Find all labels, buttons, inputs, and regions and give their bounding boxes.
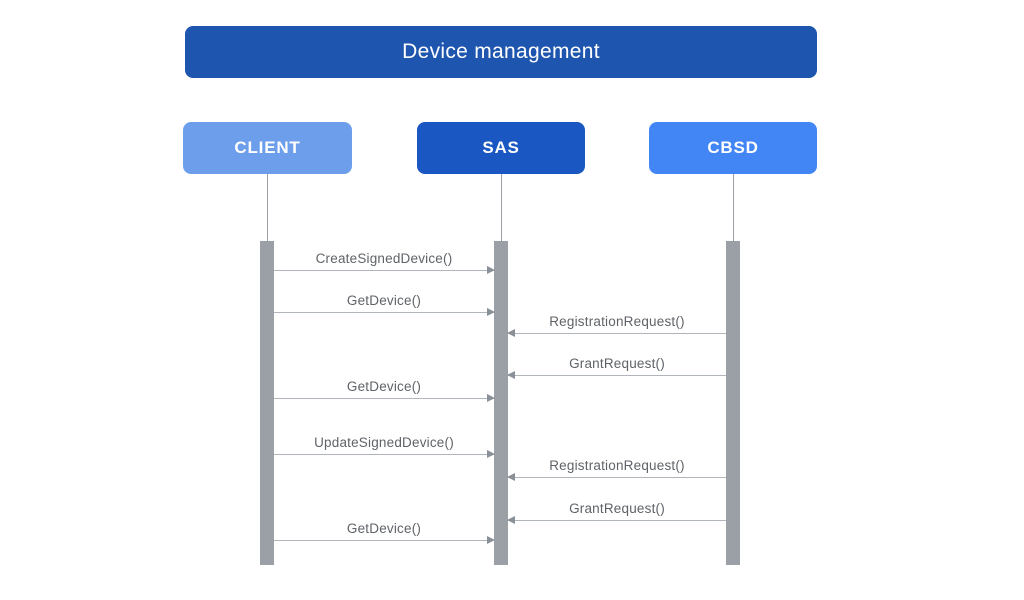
message-line bbox=[274, 540, 494, 541]
message-line bbox=[274, 454, 494, 455]
arrowhead-icon bbox=[487, 394, 495, 402]
actor-sas: SAS bbox=[417, 122, 585, 174]
actor-client: CLIENT bbox=[183, 122, 352, 174]
arrowhead-icon bbox=[507, 329, 515, 337]
lifeline-cbsd bbox=[733, 174, 734, 241]
arrowhead-icon bbox=[507, 371, 515, 379]
message-line bbox=[508, 520, 726, 521]
message-label: GetDevice() bbox=[346, 379, 422, 394]
activation-bar-cbsd bbox=[726, 241, 740, 565]
message-label: RegistrationRequest() bbox=[549, 314, 685, 329]
arrowhead-icon bbox=[487, 266, 495, 274]
arrowhead-icon bbox=[487, 536, 495, 544]
arrowhead-icon bbox=[487, 308, 495, 316]
message-line bbox=[508, 333, 726, 334]
arrowhead-icon bbox=[487, 450, 495, 458]
diagram-title: Device management bbox=[185, 26, 817, 78]
actor-sas-label: SAS bbox=[482, 138, 520, 157]
message-label: CreateSignedDevice() bbox=[315, 251, 453, 266]
activation-bar-sas bbox=[494, 241, 508, 565]
actor-cbsd: CBSD bbox=[649, 122, 817, 174]
activation-bar-client bbox=[260, 241, 274, 565]
lifeline-client bbox=[267, 174, 268, 241]
message-line bbox=[274, 312, 494, 313]
message-label: GetDevice() bbox=[346, 521, 422, 536]
message-label: RegistrationRequest() bbox=[549, 458, 685, 473]
message-label: GetDevice() bbox=[346, 293, 422, 308]
actor-cbsd-label: CBSD bbox=[707, 138, 759, 157]
arrowhead-icon bbox=[507, 473, 515, 481]
message-line bbox=[274, 398, 494, 399]
message-label: UpdateSignedDevice() bbox=[314, 435, 454, 450]
message-label: GrantRequest() bbox=[569, 356, 665, 371]
message-label: GrantRequest() bbox=[569, 501, 665, 516]
message-line bbox=[508, 477, 726, 478]
message-line bbox=[274, 270, 494, 271]
lifeline-sas bbox=[501, 174, 502, 241]
message-line bbox=[508, 375, 726, 376]
arrowhead-icon bbox=[507, 516, 515, 524]
actor-client-label: CLIENT bbox=[234, 138, 301, 157]
